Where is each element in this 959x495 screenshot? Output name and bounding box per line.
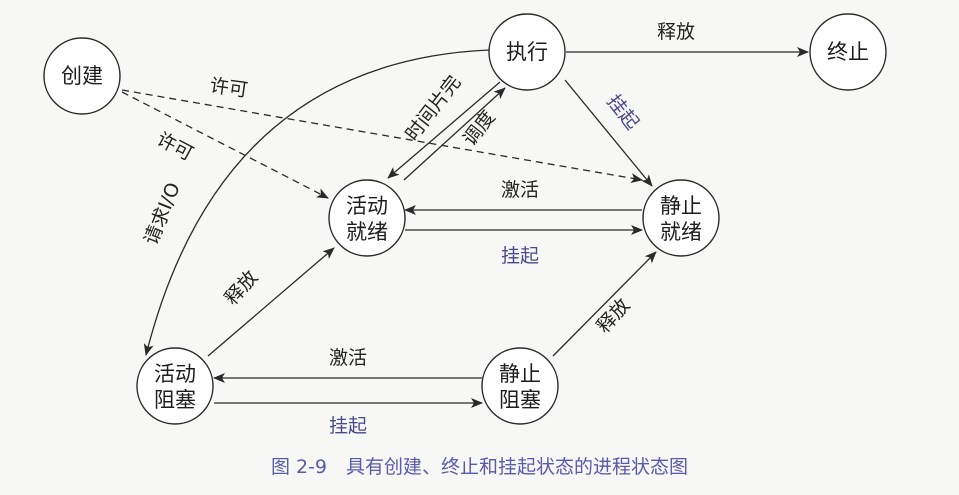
state-label-terminate-0: 终止: [827, 40, 869, 64]
edge-activeblocked-activeready: [207, 247, 335, 357]
figure-caption: 图 2-9 具有创建、终止和挂起状态的进程状态图: [270, 456, 689, 478]
state-label-active-ready-1: 就绪: [346, 220, 388, 244]
state-circle-terminate: [809, 13, 887, 91]
state-label-static-ready-1: 就绪: [660, 220, 702, 244]
diagram-canvas: 创建执行终止活动就绪静止就绪活动阻塞静止阻塞 释放许可许可时间片完调度挂起激活挂…: [43, 13, 887, 437]
states-layer: 创建执行终止活动就绪静止就绪活动阻塞静止阻塞: [43, 13, 887, 425]
state-circle-active-blocked: [136, 347, 214, 425]
edge-activeready-execute: [403, 87, 506, 181]
edge-label-staticready-activeready: 激活: [501, 179, 539, 201]
edge-label-create-activeready: 许可: [153, 128, 197, 165]
edge-label-staticblocked-staticready: 释放: [593, 294, 635, 337]
edge-execute-staticready: [564, 79, 653, 187]
edge-label-execute-terminate: 释放: [657, 21, 695, 43]
state-label-execute-0: 执行: [506, 40, 548, 64]
edges-layer: [121, 47, 809, 408]
edge-create-staticready: [121, 89, 643, 184]
state-label-static-blocked-0: 静止: [499, 362, 541, 386]
edge-label-activeblocked-activeready: 释放: [221, 266, 263, 309]
edge-label-activeblocked-staticblocked: 挂起: [329, 415, 367, 437]
state-circle-static-ready: [642, 179, 720, 257]
edge-label-activeready-staticready: 挂起: [501, 245, 539, 267]
edge-label-execute-activeready: 时间片完: [401, 72, 465, 145]
edge-label-activeready-execute: 调度: [459, 107, 500, 151]
edge-create-activeready: [121, 91, 329, 199]
edge-execute-activeready: [387, 81, 501, 179]
edge-label-execute-staticready: 挂起: [602, 91, 643, 135]
state-label-active-ready-0: 活动: [346, 194, 388, 218]
state-circle-execute: [488, 13, 566, 91]
state-label-active-blocked-1: 阻塞: [154, 388, 196, 412]
state-circle-static-blocked: [481, 347, 559, 425]
state-label-create-0: 创建: [61, 64, 103, 88]
state-label-static-blocked-1: 阻塞: [499, 388, 541, 412]
state-create: 创建: [43, 37, 121, 115]
state-label-active-blocked-0: 活动: [154, 362, 196, 386]
edge-label-create-staticready: 许可: [208, 75, 249, 102]
state-label-static-ready-0: 静止: [660, 194, 702, 218]
state-terminate: 终止: [809, 13, 887, 91]
edge-label-staticblocked-activeblocked: 激活: [329, 347, 367, 369]
edge-staticblocked-staticready: [552, 251, 657, 357]
state-circle-active-ready: [328, 179, 406, 257]
edge-execute-activeblocked: [143, 49, 490, 356]
edge-labels-layer: 释放许可许可时间片完调度挂起激活挂起请求I/O释放激活挂起释放: [140, 21, 695, 437]
state-circle-create: [43, 37, 121, 115]
edge-label-execute-activeblocked: 请求I/O: [140, 180, 185, 248]
state-execute: 执行: [488, 13, 566, 91]
